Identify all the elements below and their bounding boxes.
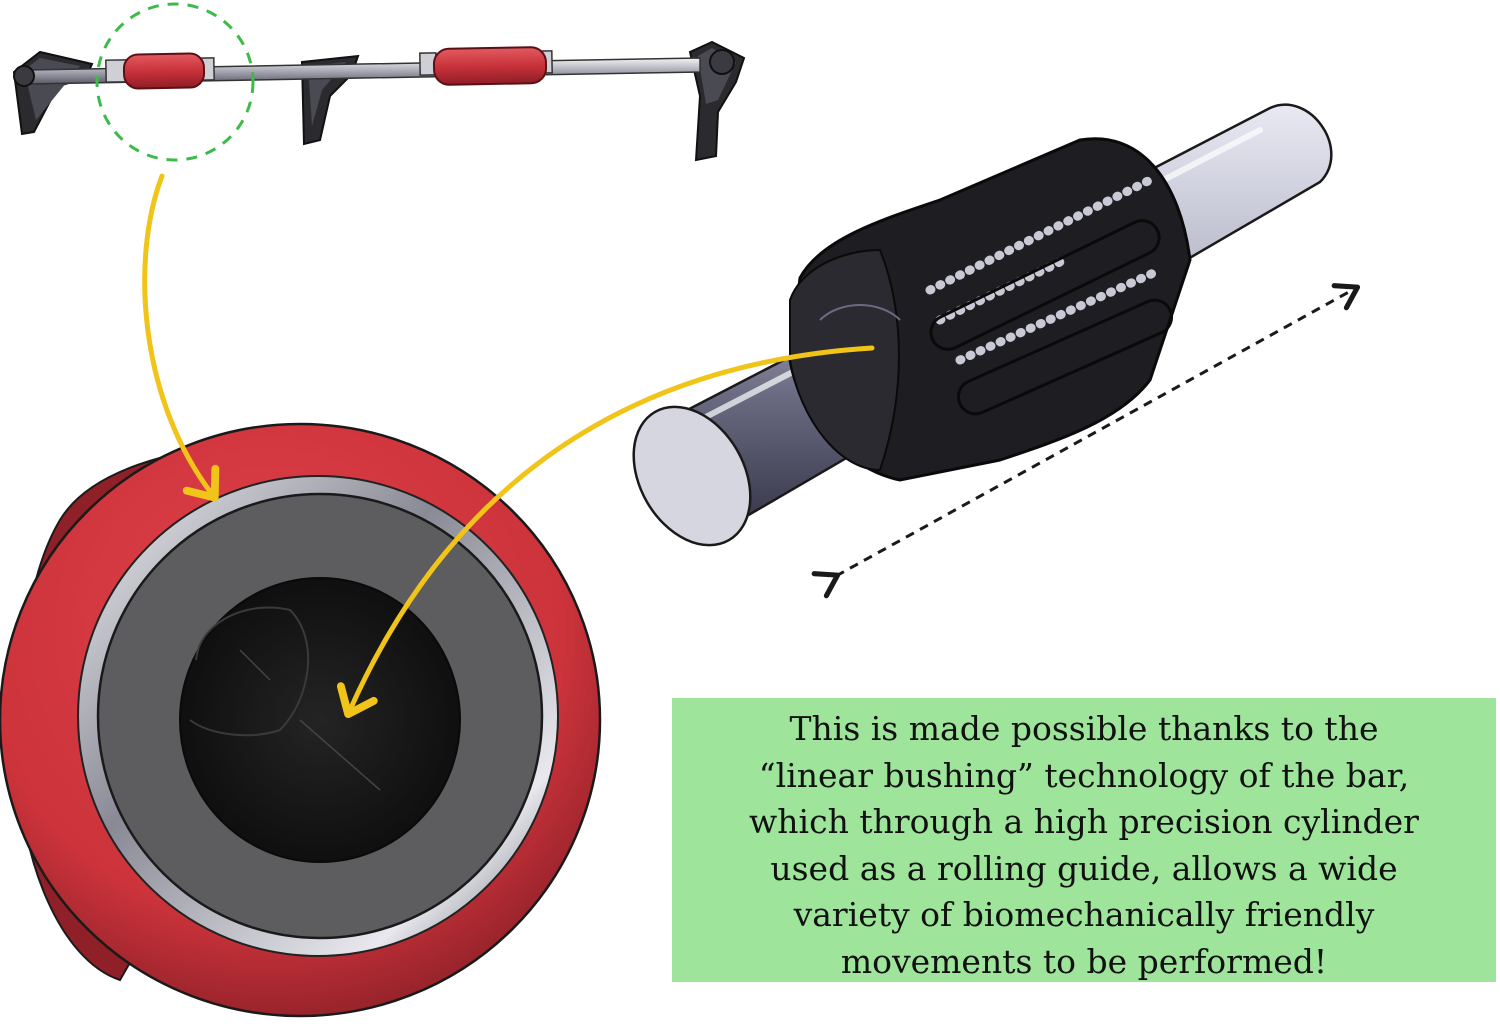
linear-bushing-illustration: [632, 103, 1333, 547]
curved-yellow-arrow-1: [142, 173, 220, 502]
left-grip: [122, 52, 206, 90]
curved-yellow-arrow-2: [336, 345, 875, 719]
highlight-circle: [95, 2, 255, 162]
caption-line-1: This is made possible thanks to the: [789, 709, 1379, 748]
travel-arrow: [811, 283, 1361, 599]
caption-line-5: variety of biomechanically friendly: [793, 895, 1375, 934]
caption-line-6: movements to be performed!: [840, 941, 1328, 981]
pull-up-bar-illustration: [12, 40, 746, 162]
caption-line-4: used as a rolling guide, allows a wide: [770, 848, 1398, 888]
grip-end-closeup-illustration: [0, 422, 602, 1018]
caption-box: This is made possible thanks to the “lin…: [672, 698, 1496, 982]
caption-line-3: which through a high precision cylinder: [749, 802, 1419, 841]
caption-line-2: “linear bushing” technology of the bar,: [758, 755, 1410, 795]
right-grip: [432, 46, 548, 86]
